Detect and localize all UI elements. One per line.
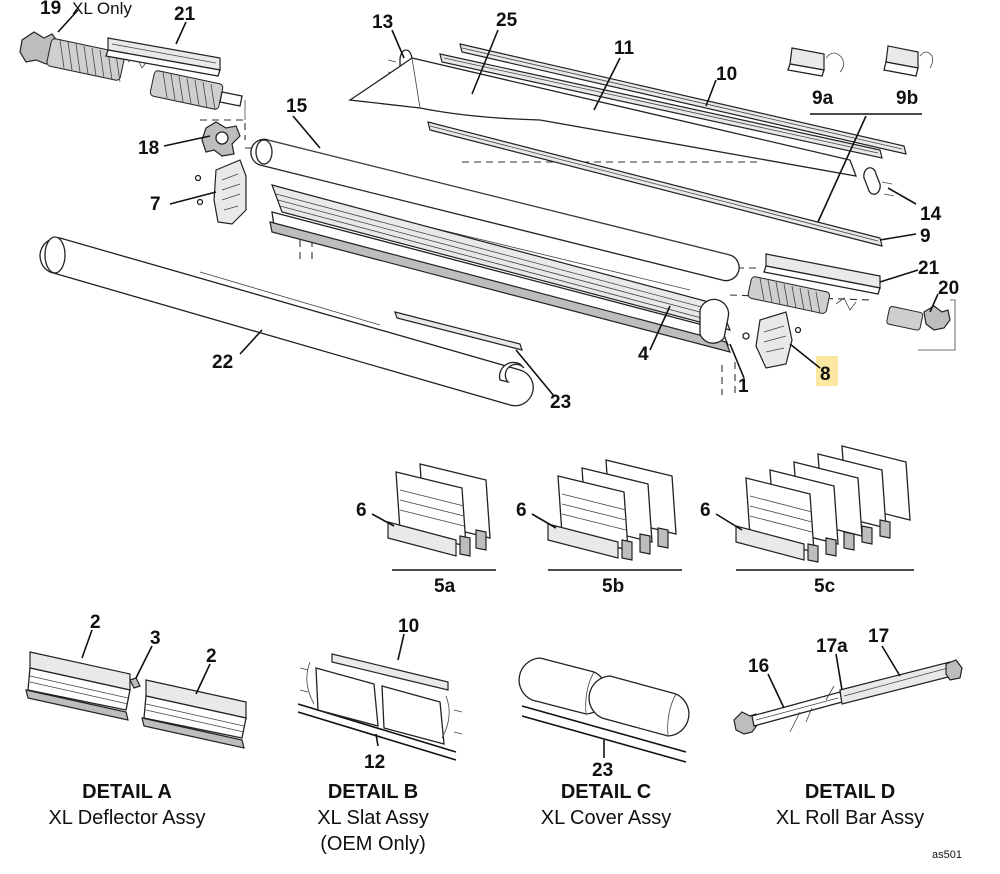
callout-dB-10: 10 — [398, 616, 419, 637]
callout-dA-2-right: 2 — [206, 646, 217, 667]
part-9-slat — [427, 121, 883, 247]
detail-b-slat-drawing — [297, 653, 463, 761]
document-id: as501 — [932, 849, 962, 861]
callout-15: 15 — [286, 96, 308, 117]
leader-dD-16 — [767, 673, 785, 709]
detail-b-subtitle: XL Slat Assy — [317, 807, 429, 829]
callout-5c: 5c — [814, 576, 836, 597]
callout-dD-16: 16 — [748, 656, 769, 677]
detail-d-title: DETAIL D — [805, 781, 895, 803]
callout-14: 14 — [920, 204, 942, 225]
detail-c-subtitle: XL Cover Assy — [541, 807, 671, 829]
leader-6-5b — [531, 513, 557, 529]
callout-5a: 5a — [434, 576, 456, 597]
part-25-fabric-panel — [348, 57, 858, 177]
callout-23: 23 — [550, 392, 571, 413]
callout-4: 4 — [638, 344, 649, 365]
part-9a-clip — [787, 47, 844, 77]
callout-dB-12: 12 — [364, 752, 385, 773]
callout-18: 18 — [138, 138, 159, 159]
detail-b-title: DETAIL B — [328, 781, 418, 803]
callout-9: 9 — [920, 226, 931, 247]
callout-6-5c: 6 — [700, 500, 711, 521]
leader-dA-3 — [135, 645, 153, 679]
callout-10: 10 — [716, 64, 737, 85]
detail-c-title: DETAIL C — [561, 781, 651, 803]
callout-6-5a: 6 — [356, 500, 367, 521]
detail-c-cover-drawing — [518, 657, 690, 763]
detail-a-subtitle: XL Deflector Assy — [48, 807, 205, 829]
callout-dD-17a: 17a — [816, 636, 848, 657]
leader-dB-12 — [375, 733, 379, 747]
leader-6-5c — [715, 513, 743, 531]
part-8-end-cap-right — [742, 311, 802, 369]
callout-7: 7 — [150, 194, 161, 215]
detail-a-deflector-drawing — [25, 651, 247, 749]
leader-dA-2-left — [81, 629, 93, 659]
part-9b-clip — [883, 45, 934, 77]
leader-dA-2-right — [195, 663, 211, 695]
leader-dB-10 — [397, 633, 405, 661]
callout-5b: 5b — [602, 576, 624, 597]
callout-21-top: 21 — [174, 4, 196, 25]
callout-6-5b: 6 — [516, 500, 527, 521]
part-23-cover-strip — [394, 311, 525, 384]
callout-11: 11 — [614, 38, 635, 59]
callout-9b: 9b — [896, 88, 918, 109]
part-18-idler-end — [201, 121, 241, 157]
leader-9-to-bracket — [817, 115, 867, 223]
slat-group-5b — [547, 459, 677, 561]
callout-1: 1 — [738, 376, 749, 397]
callout-13: 13 — [372, 12, 393, 33]
callout-19-note: XL Only — [72, 0, 132, 18]
detail-d-subtitle: XL Roll Bar Assy — [776, 807, 924, 829]
slat-group-5a — [387, 463, 491, 557]
leader-dD-17 — [881, 645, 901, 677]
detail-d-rollbar-drawing — [733, 659, 963, 735]
leader-dD-17a — [835, 653, 843, 691]
part-11-slat — [439, 53, 883, 159]
detail-a-title: DETAIL A — [82, 781, 172, 803]
part-22-cover-tube — [39, 236, 534, 407]
callout-20: 20 — [938, 278, 959, 299]
callout-dD-17: 17 — [868, 626, 889, 647]
callout-dC-23: 23 — [592, 760, 613, 781]
callout-19: 19 — [40, 0, 61, 19]
leader-6-5a — [371, 513, 395, 527]
part-21-spring-cover-right — [763, 253, 881, 295]
part-14-end-clip — [863, 167, 895, 197]
leader-lines — [57, 9, 939, 397]
callout-dA-3: 3 — [150, 628, 161, 649]
part-21-spring-cover-top — [105, 37, 221, 77]
slat-group-5c — [735, 445, 911, 563]
callout-8-highlight — [816, 356, 838, 386]
callout-8: 8 — [820, 364, 831, 385]
detail-b-note: (OEM Only) — [320, 833, 426, 855]
part-10-slat — [459, 43, 907, 155]
part-7-end-cap-left — [194, 159, 247, 225]
callout-22: 22 — [212, 352, 233, 373]
callout-dA-2-left: 2 — [90, 612, 101, 633]
part-4-roll-bar-housing — [269, 184, 731, 353]
part-19-spring-assembly — [19, 31, 243, 111]
callout-9a: 9a — [812, 88, 834, 109]
callout-25: 25 — [496, 10, 518, 31]
callout-21-right: 21 — [918, 258, 940, 279]
